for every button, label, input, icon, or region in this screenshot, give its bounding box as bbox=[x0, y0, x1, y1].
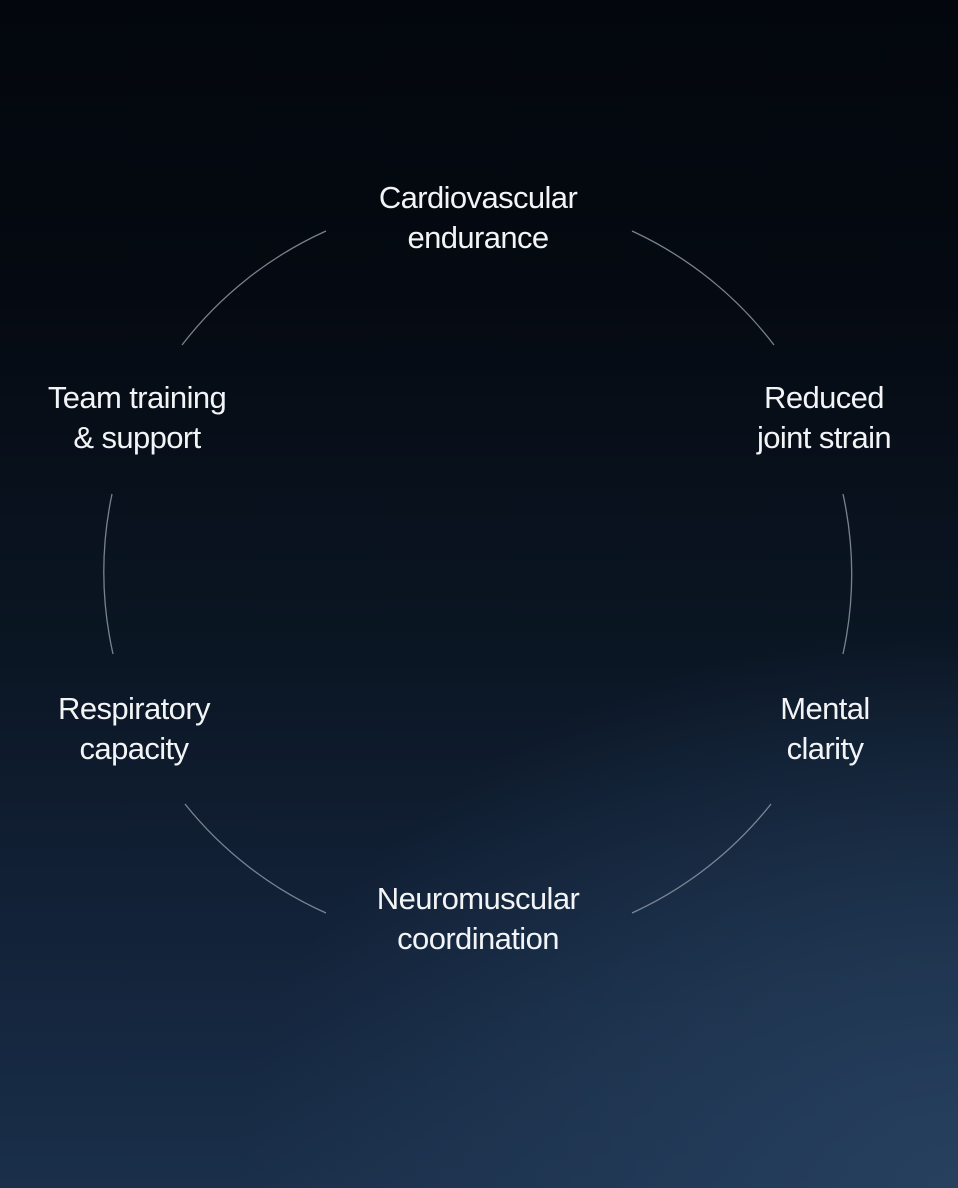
node-cardiovascular-endurance: Cardiovascular endurance bbox=[378, 178, 578, 258]
node-mental-clarity: Mental clarity bbox=[780, 689, 870, 769]
node-respiratory-capacity: Respiratory capacity bbox=[58, 689, 211, 769]
arc-cardio-to-joint bbox=[631, 230, 775, 346]
node-line: clarity bbox=[786, 731, 864, 766]
node-team-training-support: Team training & support bbox=[47, 378, 227, 458]
node-line: Reduced bbox=[764, 380, 885, 415]
arc-team-to-cardio bbox=[181, 230, 327, 346]
node-line: endurance bbox=[407, 220, 549, 255]
arc-mental-to-neuro bbox=[631, 803, 772, 914]
node-line: Respiratory bbox=[58, 691, 211, 726]
arc-neuro-to-respiratory bbox=[184, 803, 327, 914]
arc-joint-to-mental bbox=[842, 493, 853, 655]
node-line: & support bbox=[73, 420, 201, 455]
node-reduced-joint-strain: Reduced joint strain bbox=[756, 378, 892, 458]
node-line: Neuromuscular bbox=[376, 881, 580, 916]
node-line: Team training bbox=[47, 380, 227, 415]
arc-respiratory-to-team bbox=[103, 493, 114, 655]
node-line: Cardiovascular bbox=[378, 180, 578, 215]
node-line: Mental bbox=[780, 691, 870, 726]
node-line: capacity bbox=[79, 731, 190, 766]
node-neuromuscular-coordination: Neuromuscular coordination bbox=[376, 879, 580, 959]
node-line: joint strain bbox=[756, 420, 892, 455]
node-line: coordination bbox=[397, 921, 559, 956]
